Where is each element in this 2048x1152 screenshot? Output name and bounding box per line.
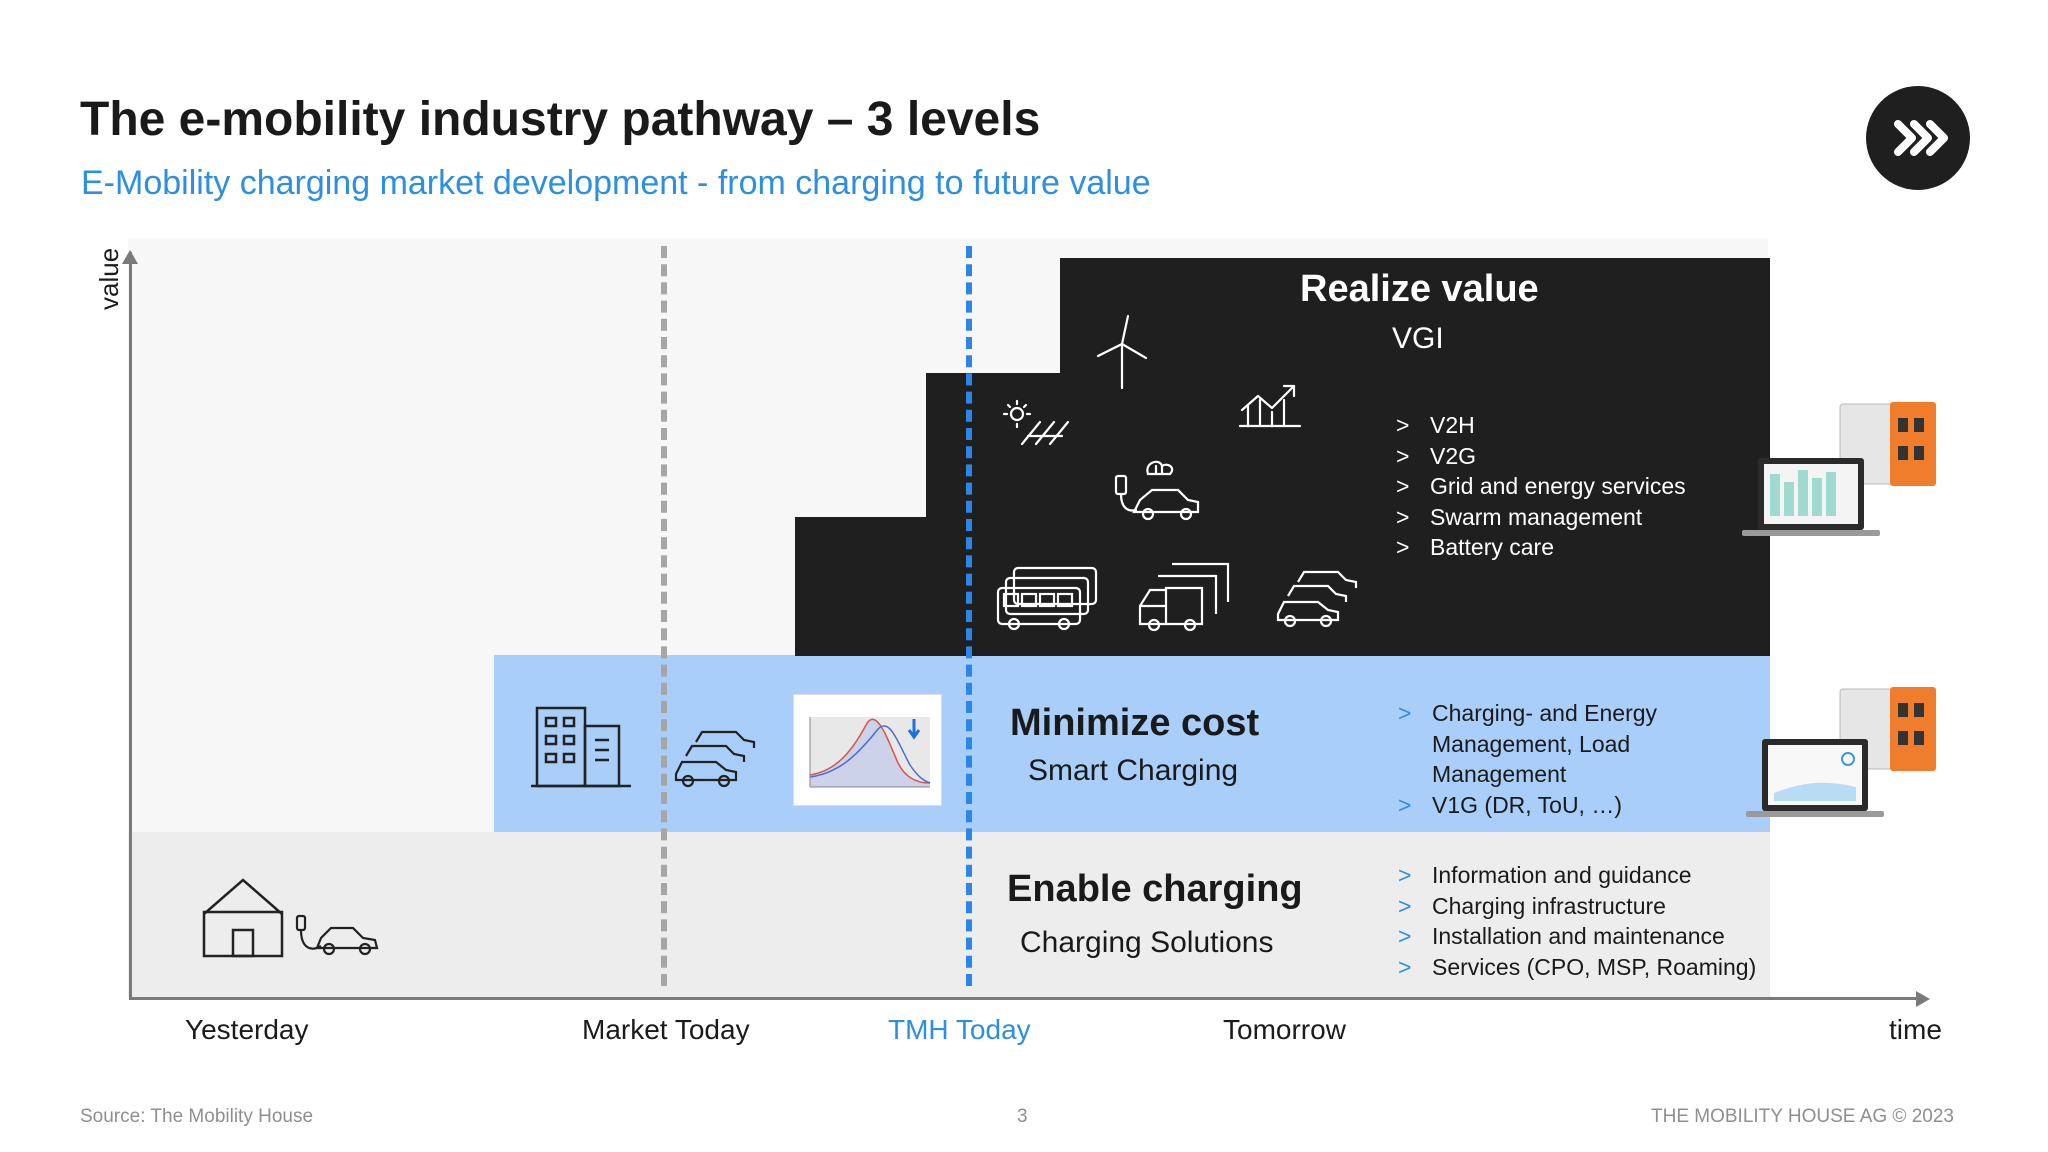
growth-chart-icon: [1238, 382, 1302, 428]
list-item: Swarm management: [1396, 502, 1686, 533]
list-item: Grid and energy services: [1396, 471, 1686, 502]
house-icon: [200, 876, 286, 960]
x-label-yesterday: Yesterday: [185, 1014, 309, 1045]
office-building-icon: [531, 704, 631, 788]
charging-controller-laptop-icon: [1740, 683, 1940, 827]
x-axis-arrow-icon: [1916, 991, 1930, 1007]
enable-charging-list: Information and guidance Charging infras…: [1398, 860, 1756, 982]
enable-charging-subtitle: Charging Solutions: [1020, 926, 1274, 959]
bus-fleet-icon: [996, 566, 1100, 632]
enable-charging-title: Enable charging: [1007, 868, 1303, 910]
car-fleet-icon: [1276, 566, 1360, 628]
x-axis-label: time: [1889, 1014, 1942, 1045]
source-note: Source: The Mobility House: [80, 1106, 314, 1127]
charging-car-icon: [295, 912, 381, 962]
tmh-today-marker: [966, 246, 972, 986]
copyright-note: THE MOBILITY HOUSE AG © 2023: [1651, 1106, 1954, 1127]
x-label-tomorrow: Tomorrow: [1223, 1014, 1346, 1045]
list-item: Installation and maintenance: [1398, 921, 1756, 952]
y-axis-label: value: [94, 247, 124, 310]
x-axis: [129, 997, 1919, 1000]
minimize-cost-subtitle: Smart Charging: [1028, 754, 1239, 787]
page-subtitle: E-Mobility charging market development -…: [81, 164, 1151, 202]
minimize-cost-list: Charging- and Energy Management, Load Ma…: [1398, 698, 1718, 820]
realize-value-list: V2H V2G Grid and energy services Swarm m…: [1396, 410, 1686, 563]
list-item: Battery care: [1396, 532, 1686, 563]
list-item: V2G: [1396, 441, 1686, 472]
list-item: Charging- and Energy Management, Load Ma…: [1398, 698, 1718, 790]
list-item: Charging infrastructure: [1398, 891, 1756, 922]
triple-chevron-logo-icon: [1866, 86, 1970, 190]
list-item: Information and guidance: [1398, 860, 1756, 891]
market-today-marker: [661, 246, 667, 986]
list-item: V2H: [1396, 410, 1686, 441]
solar-panel-icon: [1000, 398, 1076, 448]
wind-turbine-icon: [1094, 314, 1150, 390]
charging-controller-laptop-icon: [1740, 398, 1940, 542]
y-axis-arrow-icon: [122, 250, 138, 264]
list-item: V1G (DR, ToU, …): [1398, 790, 1718, 821]
car-fleet-icon: [674, 726, 758, 788]
list-item: Services (CPO, MSP, Roaming): [1398, 952, 1756, 983]
minimize-cost-title: Minimize cost: [1010, 702, 1260, 744]
realize-value-subtitle: VGI: [1392, 322, 1444, 355]
van-fleet-icon: [1136, 562, 1232, 632]
page-number: 3: [1017, 1106, 1028, 1127]
x-label-market-today: Market Today: [582, 1014, 750, 1045]
page-title: The e-mobility industry pathway – 3 leve…: [80, 93, 1041, 146]
x-label-tmh-today: TMH Today: [888, 1014, 1031, 1045]
load-curve-chart-thumbnail: [793, 694, 942, 806]
realize-value-title: Realize value: [1300, 268, 1539, 310]
y-axis: [129, 252, 132, 1000]
cloud-connected-car-icon: [1114, 458, 1200, 522]
